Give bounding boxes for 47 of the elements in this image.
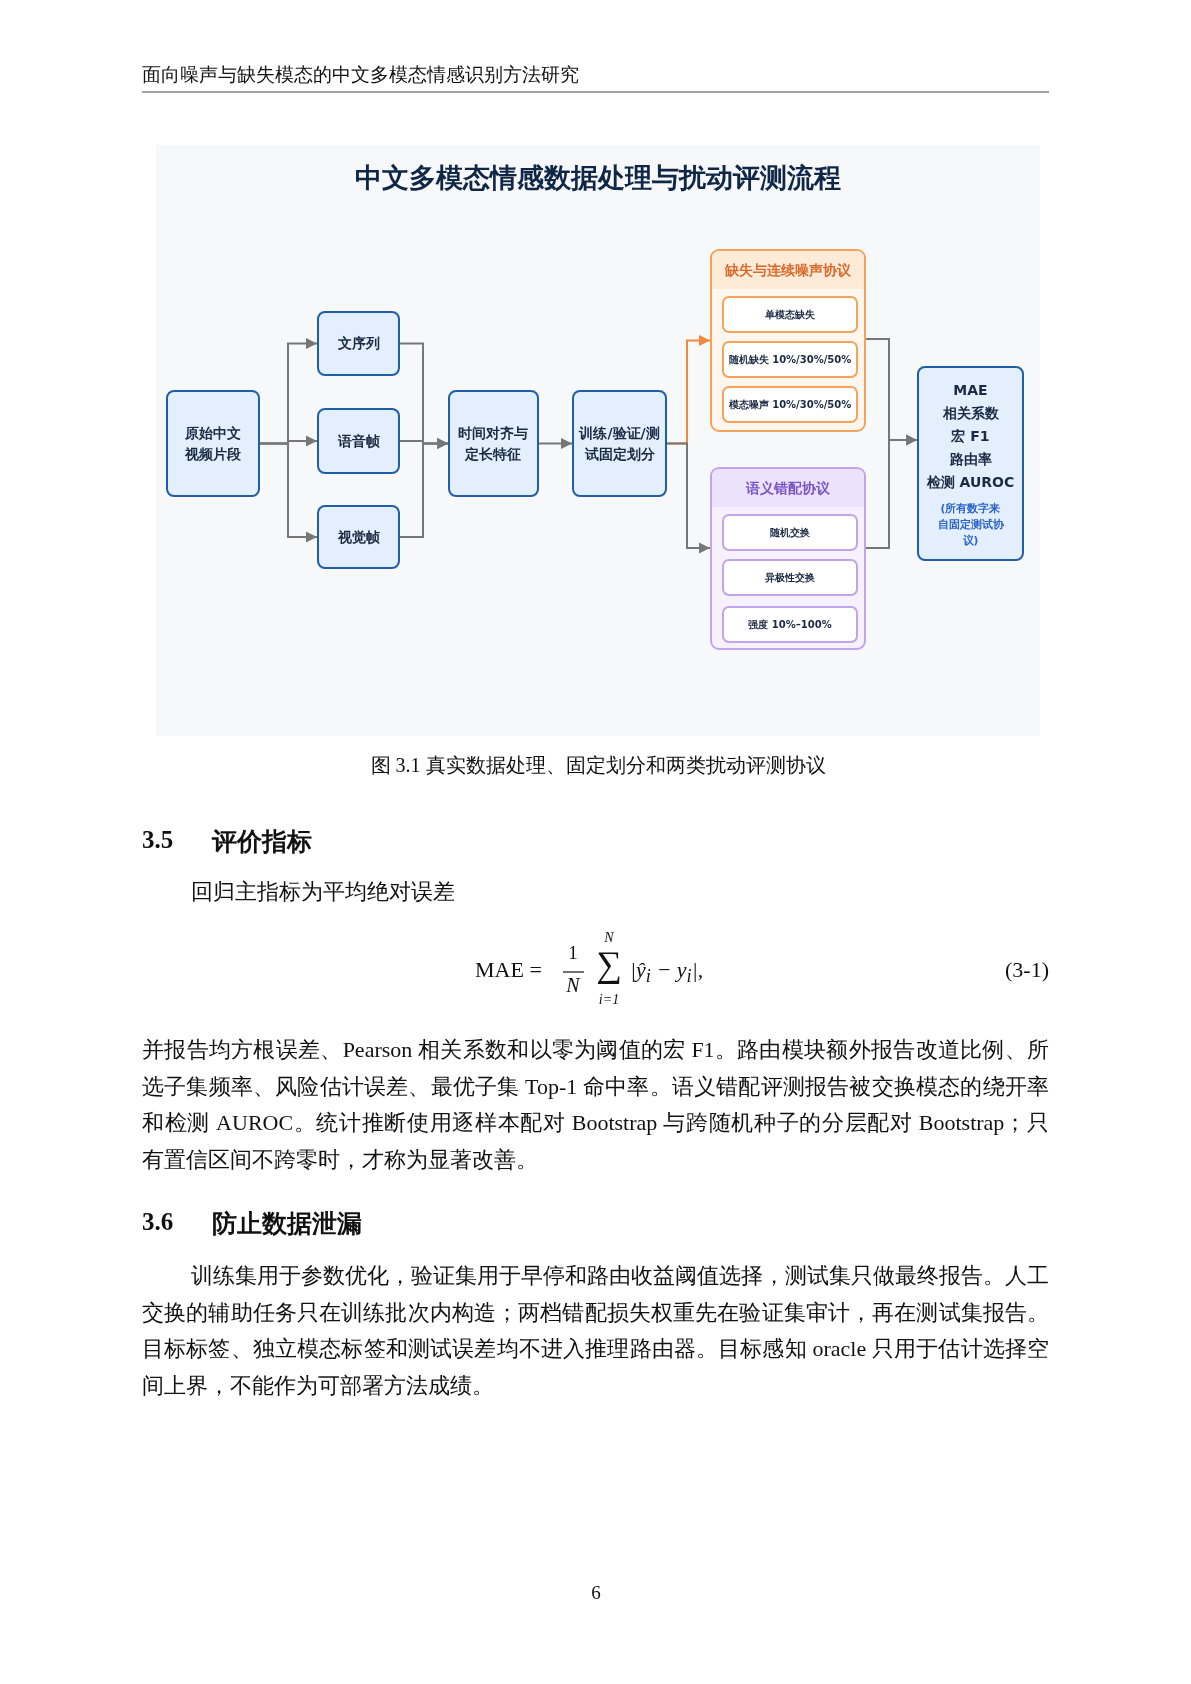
metric-name: MAE — [953, 381, 988, 400]
page-number: 6 — [591, 1582, 601, 1604]
sum-symbol: ∑ — [596, 944, 622, 984]
equation-text: N — [604, 930, 614, 946]
process-box: 原始中文视频片段 — [166, 390, 260, 497]
section-number: 3.5 — [142, 826, 174, 854]
running-header: 面向噪声与缺失模态的中文多模态情感识别方法研究 — [142, 63, 579, 87]
protocol-item: 随机缺失 10%/30%/50% — [722, 341, 858, 378]
process-box: 时间对齐与定长特征 — [448, 390, 539, 497]
metric-name: 检测 AUROC — [926, 473, 1015, 492]
metric-name: 相关系数 — [942, 404, 999, 423]
arrow — [666, 442, 711, 554]
arrow — [399, 438, 449, 538]
protocol-group — [710, 467, 866, 650]
equation-text: 1 — [568, 942, 578, 964]
protocol-item: 模态噪声 10%/30%/50% — [722, 386, 858, 423]
equation-text: MAE = — [475, 957, 542, 983]
protocol-item: 单模态缺失 — [722, 296, 858, 333]
section-heading: 防止数据泄漏 — [212, 1208, 362, 1240]
body-paragraph: 训练集用于参数优化，验证集用于早停和路由收益阈值选择，测试集只做最终报告。人工交换的辅助任务只在训练批次内构造；两档错配损失权重先在验证集审计，再在测试集报告。目标标签、独立模态标签和测试误差均不进入推理路由器。目标感知 oracle 只用于估计选择空间上界，不能作为可部署方法成绩。 — [142, 1262, 1049, 1400]
protocol-item: 随机交换 — [722, 514, 858, 551]
figure-caption: 图 3.1 真实数据处理、固定划分和两类扰动评测协议 — [370, 753, 826, 778]
note-text: (所有数字来自固定测试协议) — [936, 501, 1005, 548]
process-box: 语音帧 — [317, 408, 400, 474]
equation-text: |ŷ$_{i}$ − y$_{i}$|, — [630, 957, 704, 988]
equation-text: N — [566, 974, 580, 997]
equation-text: i=1 — [598, 992, 620, 1008]
body-text: 回归主指标为平均绝对误差 — [191, 878, 455, 906]
group-title: 语义错配协议 — [712, 469, 864, 507]
section-number: 3.6 — [142, 1208, 174, 1236]
section-heading: 评价指标 — [212, 826, 312, 858]
protocol-group — [710, 249, 866, 432]
protocol-item: 异极性交换 — [722, 559, 858, 596]
metric-name: 路由率 — [949, 450, 992, 469]
arrow — [259, 442, 318, 543]
body-paragraph: 并报告均方根误差、Pearson 相关系数和以零为阈值的宏 F1。路由模块额外报告改道比例、所选子集频率、风险估计误差、最优子集 Top-1 命中率。语义错配评测报告被交换模态的绕开率和检测 AUROC。统计推断使用逐样本配对 Bootstrap 与跨随机种子的分层配对 Bootstrap；只有置信区间不跨零时，才称为显著改善。 — [142, 1036, 1049, 1174]
equation-number: (3-1) — [1005, 957, 1049, 983]
diagram-title: 中文多模态情感数据处理与扰动评测流程 — [355, 161, 841, 195]
metric-name: 宏 F1 — [951, 427, 990, 446]
protocol-item: 强度 10%–100% — [722, 606, 858, 643]
group-title: 缺失与连续噪声协议 — [712, 251, 864, 289]
arrow — [865, 434, 918, 549]
process-box: 训练/验证/测试固定划分 — [572, 390, 667, 497]
process-box: 视觉帧 — [317, 505, 400, 569]
process-box: 文序列 — [317, 311, 400, 376]
metrics-box — [917, 366, 1024, 561]
arrow — [538, 438, 573, 449]
